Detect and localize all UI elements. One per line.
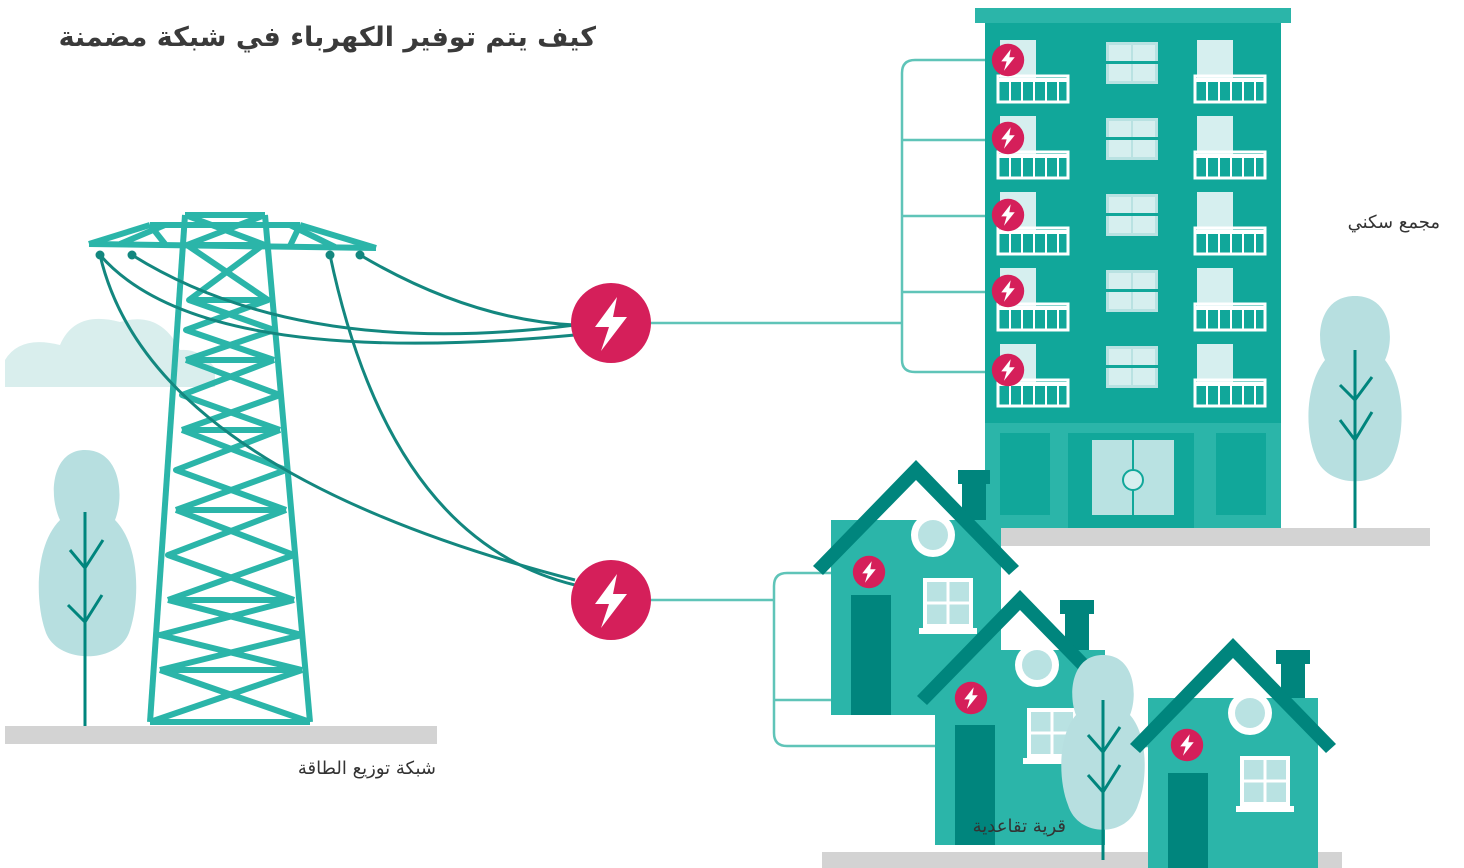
house-icon [811,458,1021,717]
retirement-village-label: قرية تقاعدية [972,816,1066,837]
ground-left [5,726,437,744]
distribution-lines [650,58,1175,748]
power-grid-label: شبكة توزيع الطاقة [297,758,436,779]
house-icon [1128,636,1338,868]
lightning-bolt-icon [571,560,651,640]
transmission-tower-icon [88,212,377,725]
residential-complex-label: مجمع سكني [1347,212,1440,233]
diagram-title: كيف يتم توفير الكهرباء في شبكة مضمنة [58,22,596,53]
tree-icon [38,450,137,726]
cloud-icon [5,318,215,387]
tree-icon [1061,655,1145,860]
ground-building [975,528,1430,546]
power-lines [95,250,576,587]
house-icon [915,588,1125,847]
apartment-building-icon [975,8,1291,528]
lightning-bolt-icon [571,283,651,363]
tree-icon [1308,296,1402,528]
